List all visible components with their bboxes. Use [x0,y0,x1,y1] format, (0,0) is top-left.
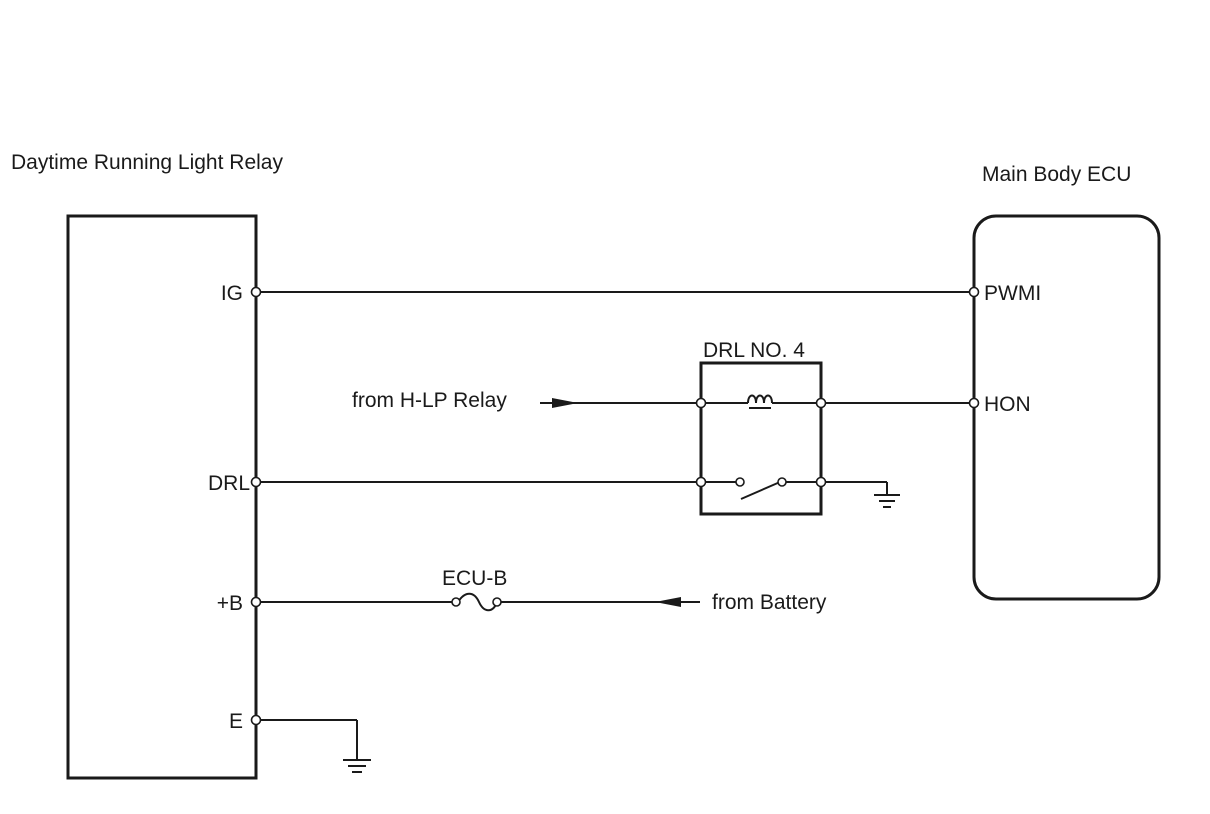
battery-label: from Battery [712,591,827,614]
terminal-drl4-sw-out [815,476,827,488]
ecu-title: Main Body ECU [982,163,1131,186]
terminal-ig [250,286,262,298]
fuse-terminal-left [451,597,461,607]
switch-contact-left [735,477,745,487]
pin-b-label: +B [217,592,243,615]
pin-e-label: E [229,710,243,733]
drl-no4-box [699,361,823,516]
terminal-hon [968,397,980,409]
terminal-drl4-coil-in [695,397,707,409]
terminal-pwmi [968,286,980,298]
pin-drl-label: DRL [208,472,250,495]
fuse-label: ECU-B [442,567,507,590]
pin-ig-label: IG [221,282,243,305]
terminal-drl4-sw-in [695,476,707,488]
coil-icon [747,394,773,404]
pin-pwmi-label: PWMI [984,282,1041,305]
ground-icon [874,494,900,508]
switch-contact-right [777,477,787,487]
fuse-terminal-right [492,597,502,607]
switch-blade-icon [740,481,781,500]
hlp-relay-label: from H-LP Relay [352,389,507,412]
relay-box [66,214,258,780]
relay-title: Daytime Running Light Relay [11,151,283,174]
terminal-drl [250,476,262,488]
battery-arrow-icon [655,597,681,607]
hlp-arrow-icon [552,398,578,408]
terminal-drl4-coil-out [815,397,827,409]
terminal-e [250,714,262,726]
terminal-b [250,596,262,608]
ground-icon [343,759,371,773]
pin-hon-label: HON [984,393,1031,416]
drl-no4-label: DRL NO. 4 [703,339,805,362]
fuse-icon [457,592,498,612]
